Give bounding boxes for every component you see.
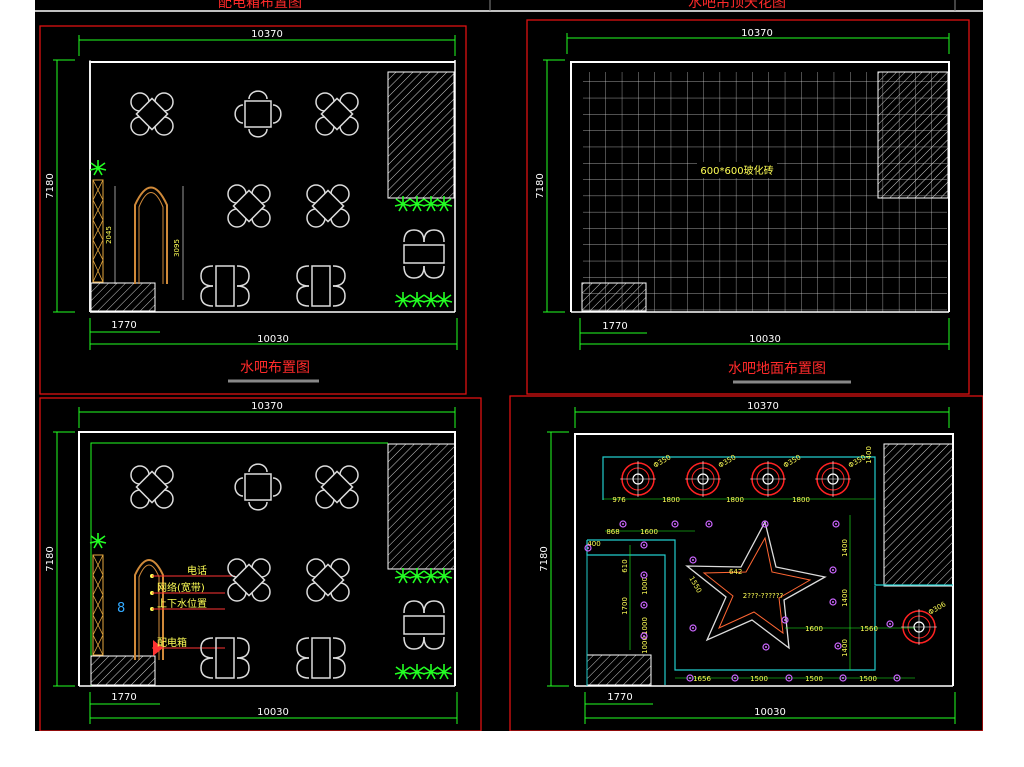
panel1-layout-plan: 10370 7180 1770 10030 2045 3095 — [45, 29, 458, 383]
p3-dim-left: 7180 — [45, 546, 56, 571]
vert-dim-1: 1400 — [841, 589, 849, 607]
row-dim-3: 1800 — [792, 496, 810, 504]
cad-drawing: 配电箱布置图 水吧吊顶天花图 10370 7180 1770 10030 — [35, 0, 984, 732]
top-strip: 配电箱布置图 水吧吊顶天花图 — [35, 0, 983, 12]
panel1-frame — [39, 25, 467, 395]
lamp-label-2: Φ350 — [717, 453, 737, 469]
p1-dim-arch1: 2045 — [105, 226, 113, 244]
side-dim: 400 — [587, 540, 600, 548]
left-vert-dim-3: 1000 — [641, 617, 649, 635]
p1-dim-left: 7180 — [45, 173, 56, 198]
star-dim-2: 642 — [729, 568, 742, 576]
vert-dim-3: 1400 — [865, 446, 873, 464]
top-left-title: 配电箱布置图 — [218, 0, 302, 11]
vert-dim-0: 1400 — [841, 539, 849, 557]
p4-dim-sub: 1770 — [607, 692, 632, 703]
panel3-electrical-plan: 10370 7180 1770 10030 8 电话 网络(宽带) 上下水位置 — [45, 401, 458, 724]
lamp-label-1: Φ350 — [652, 453, 672, 469]
p1-dim-sub: 1770 — [111, 320, 136, 331]
p2-dim-left: 7180 — [535, 173, 546, 198]
p2-dim-sub: 1770 — [602, 321, 627, 332]
bottom-dim-2: 1500 — [805, 675, 823, 683]
row2-dim-0: 868 — [606, 528, 619, 536]
lamp-label-5: Φ306 — [927, 600, 948, 617]
p2-title: 水吧地面布置图 — [728, 361, 826, 377]
lamp-label-3: Φ350 — [782, 453, 802, 469]
note-water: 上下水位置 — [157, 597, 207, 610]
star-dim-3: 2???-?????? — [743, 592, 784, 600]
mid-dim-0: 1600 — [805, 625, 823, 633]
left-vert-dim-2: 1700 — [621, 597, 629, 615]
bottom-dim-1: 1500 — [750, 675, 768, 683]
left-vert-dim-1: 1000 — [641, 577, 649, 595]
p1-title: 水吧布置图 — [240, 360, 310, 376]
p1-dim-bottom: 10030 — [257, 334, 289, 345]
mid-dim-1: 1560 — [860, 625, 878, 633]
p4-dim-left: 7180 — [539, 546, 550, 571]
p3-dim-top: 10370 — [251, 401, 283, 412]
vert-dim-2: 1400 — [841, 639, 849, 657]
left-vert-dim-0: 610 — [621, 559, 629, 572]
p1-dim-arch2: 3095 — [173, 239, 181, 257]
panel2-frame — [526, 19, 970, 395]
bottom-dim-3: 1500 — [859, 675, 877, 683]
p3-dim-sub: 1770 — [111, 692, 136, 703]
p2-dim-top: 10370 — [741, 28, 773, 39]
p2-dim-bottom: 10030 — [749, 334, 781, 345]
top-right-title: 水吧吊顶天花图 — [688, 0, 786, 11]
row-dim-2: 1800 — [726, 496, 744, 504]
bottom-dim-0: 1656 — [693, 675, 711, 683]
panel2-floor-plan: 10370 7180 1770 10030 600*600玻化砖 水吧地面布置图 — [535, 28, 950, 384]
panel4-ceiling-plan: 10370 7180 1770 10030 2???-?????? 1550 6… — [539, 401, 956, 724]
p1-dim-top: 10370 — [251, 29, 283, 40]
note-network: 网络(宽带) — [157, 581, 205, 594]
p2-tile-label: 600*600玻化砖 — [700, 164, 773, 177]
star-dim-1: 1550 — [687, 575, 703, 594]
row-dim-0: 976 — [612, 496, 626, 504]
row2-dim-1: 1600 — [640, 528, 658, 536]
note-phone: 电话 — [187, 564, 207, 577]
water-symbol-icon: 8 — [117, 601, 125, 616]
cad-canvas: 配电箱布置图 水吧吊顶天花图 10370 7180 1770 10030 — [35, 0, 984, 732]
p4-dim-bottom: 10030 — [754, 707, 786, 718]
p4-dim-top: 10370 — [747, 401, 779, 412]
left-vert-dim-4: 1000 — [641, 636, 649, 654]
note-distribution-box: 配电箱 — [157, 636, 187, 649]
p3-dim-bottom: 10030 — [257, 707, 289, 718]
row-dim-1: 1800 — [662, 496, 680, 504]
